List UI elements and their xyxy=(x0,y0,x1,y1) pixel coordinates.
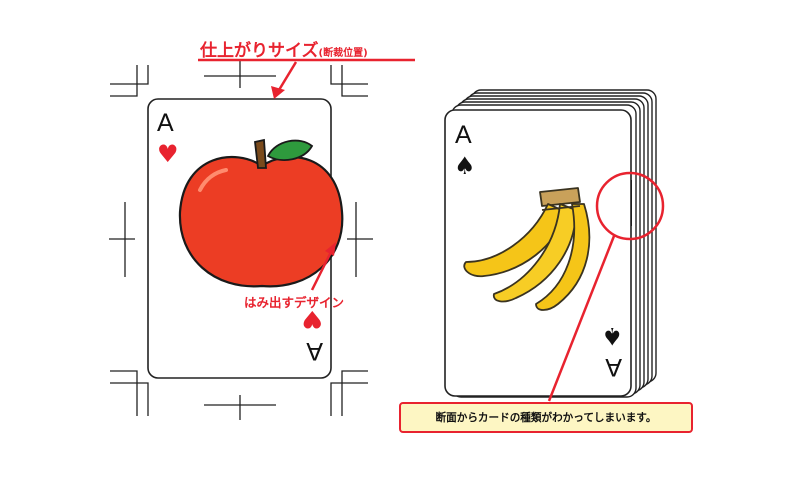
apple-card-suit-bottom: ♥ xyxy=(301,305,323,333)
banana-card-suit-bottom: ♠ xyxy=(601,322,623,350)
trim-size-label-sub: (断裁位置) xyxy=(318,48,368,59)
crop-marks xyxy=(109,61,373,420)
banana-card-rank-bottom: A xyxy=(605,353,622,381)
banana-illustration xyxy=(463,187,591,311)
edge-note-box: 断面からカードの種類がわかってしまいます。 xyxy=(399,402,693,433)
apple-card-rank-bottom: A xyxy=(306,337,323,365)
apple-card-suit-top: ♥ xyxy=(157,140,179,168)
apple-card-rank-top: A xyxy=(157,109,174,137)
bleed-design-annotation xyxy=(310,242,336,291)
apple-illustration xyxy=(178,138,344,288)
edge-note-text: 断面からカードの種類がわかってしまいます。 xyxy=(435,412,657,424)
trim-size-label: 仕上がりサイズ(断裁位置) xyxy=(200,36,415,61)
banana-card-suit-top: ♠ xyxy=(454,152,476,180)
trim-size-label-main: 仕上がりサイズ xyxy=(200,41,319,61)
edge-highlight-annotation xyxy=(547,171,665,402)
bleed-design-label: はみ出すデザイン xyxy=(244,295,345,310)
trim-size-annotation xyxy=(198,58,415,99)
banana-card-rank-top: A xyxy=(455,121,472,149)
